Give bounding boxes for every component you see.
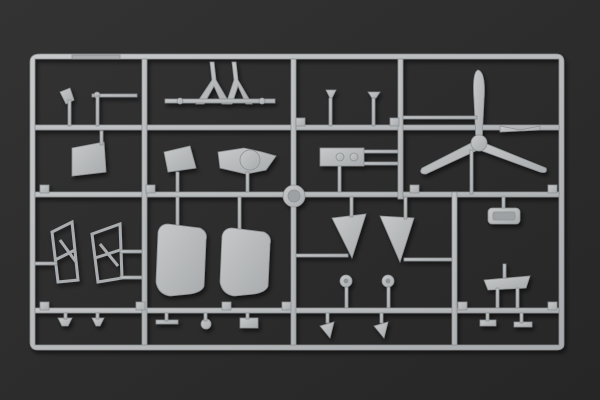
part-rod-top bbox=[91, 91, 138, 127]
part-bottom-row bbox=[57, 312, 533, 339]
sprue-label-strip bbox=[71, 54, 121, 60]
part-gear-struts bbox=[164, 61, 276, 105]
part-seat bbox=[71, 130, 107, 177]
sprue-frame bbox=[29, 53, 565, 351]
part-bracket-top-left bbox=[59, 87, 75, 127]
part-fairing-right bbox=[219, 196, 271, 297]
part-propeller bbox=[402, 69, 547, 195]
part-engine-block bbox=[163, 145, 277, 193]
part-engine-mount bbox=[319, 147, 399, 193]
part-pins bbox=[325, 89, 381, 127]
part-gear-door-right bbox=[379, 196, 453, 264]
sprue-tree bbox=[29, 53, 565, 351]
runner-v4 bbox=[451, 191, 458, 346]
part-stand bbox=[483, 263, 531, 309]
part-gear-door-left bbox=[295, 196, 367, 260]
part-wheels bbox=[339, 274, 395, 309]
runner-h3 bbox=[34, 307, 560, 314]
runner-v3 bbox=[397, 58, 404, 200]
part-small-gate bbox=[34, 249, 143, 280]
part-pedal bbox=[487, 196, 521, 225]
part-fairing-left bbox=[155, 196, 207, 297]
runner-v1 bbox=[141, 58, 148, 346]
gate-tabs bbox=[39, 117, 558, 311]
